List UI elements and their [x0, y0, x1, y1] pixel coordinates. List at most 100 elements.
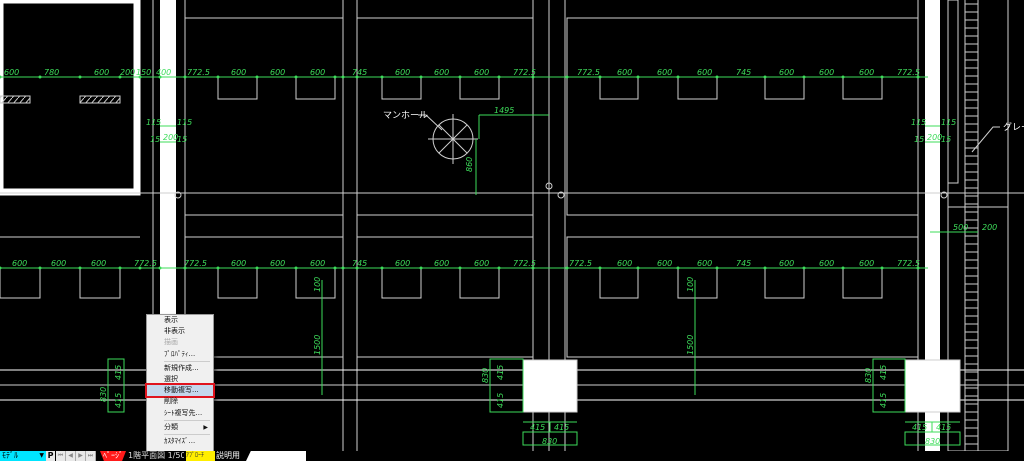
menu-item-select[interactable]: 選択	[164, 374, 178, 383]
dimension-label: 830	[864, 368, 873, 383]
dimension-label: 600	[434, 259, 449, 268]
dimension-tick	[138, 75, 142, 79]
dimension-label: 772.5	[184, 259, 207, 268]
menu-item-delete[interactable]: 削除	[164, 397, 178, 406]
dimension-label: 600	[617, 259, 632, 268]
dimension-label: 600	[310, 68, 325, 77]
dimension-label: 415	[912, 423, 927, 432]
boxes-top	[0, 76, 883, 104]
dimension-label: 600	[310, 259, 325, 268]
dimension-tick	[676, 75, 680, 79]
dimension-label: 600	[434, 68, 449, 77]
dimension-tick	[38, 266, 42, 270]
dimension-label: 600	[617, 68, 632, 77]
p-button[interactable]: P	[46, 451, 55, 461]
dimension-label: 600	[657, 68, 672, 77]
dimension-tick	[118, 75, 122, 79]
manhole-label: マンホール	[383, 110, 428, 121]
dimension-tick	[880, 75, 884, 79]
menu-item-sheet-copy[interactable]: ｼｰﾄ複写先...	[164, 408, 203, 417]
dimension-tick	[380, 266, 384, 270]
dimension-label: 150	[136, 68, 151, 77]
dimension-label: 772.5	[513, 68, 536, 77]
menu-item-hide[interactable]: 非表示	[164, 327, 185, 336]
dimension-label: 115	[941, 118, 956, 127]
dimension-tick	[565, 266, 569, 270]
dimension-label: 600	[395, 68, 410, 77]
dimension-label: 600	[819, 68, 834, 77]
context-menu: 表示 非表示 描画 ﾌﾟﾛﾊﾟﾃｨ... 新規作成... 選択 移動複写... …	[145, 314, 215, 454]
dimension-label: 600	[474, 68, 489, 77]
dimension-tick	[531, 266, 535, 270]
dimension-tick	[565, 75, 569, 79]
dimension-label: 600	[270, 68, 285, 77]
manhole-icon	[418, 114, 478, 164]
dimension-label: 600	[779, 259, 794, 268]
dimension-label: 600	[779, 68, 794, 77]
dimension-label: 1495	[494, 106, 514, 115]
menu-item-classify[interactable]: 分類▶	[147, 422, 213, 433]
menu-item-move-copy[interactable]: 移動複写...	[145, 383, 215, 399]
dimension-label: 600	[697, 68, 712, 77]
dimension-tick	[0, 75, 2, 79]
dimension-tick	[216, 266, 220, 270]
right-column-wall	[925, 0, 940, 451]
menu-item-show[interactable]: 表示	[164, 316, 178, 324]
dimension-label: 15	[914, 135, 924, 144]
dimension-label: 115	[146, 118, 161, 127]
dimension-tick	[216, 75, 220, 79]
dimension-label: 415	[879, 365, 888, 380]
dimension-tick	[138, 266, 142, 270]
dimension-tick	[333, 75, 337, 79]
dimension-tick	[802, 266, 806, 270]
menu-separator	[164, 360, 210, 362]
tab-explanation[interactable]: 説明用	[216, 451, 240, 460]
tab-blank[interactable]	[246, 451, 306, 461]
tab-page[interactable]: ﾍﾟｰｼﾞ	[100, 451, 126, 461]
dimension-label: 15	[150, 135, 160, 144]
dimension-label: 400	[156, 68, 171, 77]
dimension-label: 772.5	[187, 68, 210, 77]
dimension-tick	[341, 75, 345, 79]
dimension-label: 772.5	[569, 259, 592, 268]
dimension-tick	[715, 266, 719, 270]
prev-page-icon[interactable]: ◀	[66, 451, 76, 461]
dimension-label: 830	[542, 437, 557, 446]
tab-approach[interactable]: ｱﾌﾟﾛｰﾁ	[186, 451, 215, 461]
dimension-label: 772.5	[513, 259, 536, 268]
boxes-mid	[0, 267, 883, 299]
dimension-label: 830	[925, 437, 940, 446]
dimension-tick	[531, 75, 535, 79]
dimension-tick	[294, 266, 298, 270]
menu-item-new[interactable]: 新規作成...	[164, 363, 199, 372]
dimension-tick	[294, 75, 298, 79]
dimension-label: 745	[736, 259, 751, 268]
dimension-label: 745	[736, 68, 751, 77]
dimension-label: 100	[313, 277, 322, 292]
dimension-label: 600	[91, 259, 106, 268]
dimension-tick	[255, 75, 259, 79]
dimension-tick	[183, 266, 187, 270]
dimension-lines	[0, 76, 978, 446]
menu-item-properties[interactable]: ﾌﾟﾛﾊﾟﾃｨ...	[164, 349, 196, 358]
last-page-icon[interactable]: ⏭	[86, 451, 96, 461]
dimension-tick	[380, 75, 384, 79]
dimension-label: 860	[465, 157, 474, 172]
dimension-tick	[419, 266, 423, 270]
mode-dropdown[interactable]: ﾓﾃﾞﾙ▼	[0, 451, 46, 461]
dimension-label: 745	[352, 259, 367, 268]
menu-item-customize[interactable]: ｶｽﾀﾏｲｽﾞ...	[164, 436, 196, 445]
dimension-tick	[763, 75, 767, 79]
dimension-label: 600	[819, 259, 834, 268]
menu-item-classify-label: 分類	[164, 422, 178, 431]
dimension-tick	[78, 266, 82, 270]
next-page-icon[interactable]: ▶	[76, 451, 86, 461]
dimension-tick	[255, 266, 259, 270]
first-page-icon[interactable]: ⏮	[56, 451, 66, 461]
dimension-label: 1500	[686, 335, 695, 355]
tab-floor-plan[interactable]: 1階平面図 1/50	[128, 451, 184, 460]
dimension-label: 600	[859, 68, 874, 77]
dimension-label: 600	[395, 259, 410, 268]
